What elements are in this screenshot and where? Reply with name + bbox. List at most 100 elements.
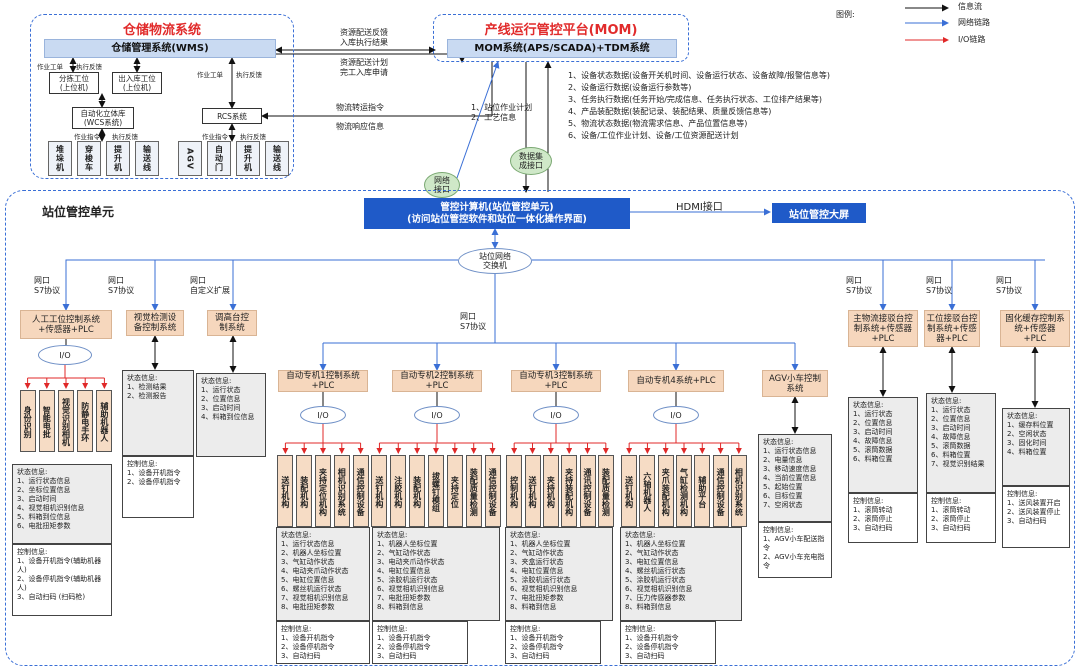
auto3-device[interactable]: 通讯控制设备	[579, 455, 596, 527]
agv-control-title: 控制信息:	[763, 526, 794, 534]
auto1-device[interactable]: 夹持定位机构	[315, 455, 331, 527]
auto4-status-item: 5、涂胶机运行状态	[625, 576, 686, 584]
manual-device[interactable]: 身份识别	[19, 390, 36, 452]
auto2-status-item: 6、视觉相机识别信息	[377, 585, 445, 593]
io-node-auto1: I/O	[300, 406, 346, 424]
auto3-device[interactable]: 夹持机构	[542, 455, 559, 527]
io-node-auto2: I/O	[414, 406, 460, 424]
big-screen[interactable]: 站位管控大屏	[772, 203, 866, 223]
manual-control-box: 控制信息:1、设备开机指令(辅助机器人)2、设备停机指令(辅助机器人)3、自动扫…	[12, 544, 112, 616]
vision-inspect-system[interactable]: 视觉检测设 备控制系统	[126, 310, 184, 336]
auto4-device[interactable]: 夹爪装配机构	[657, 455, 674, 527]
sorting-station-box[interactable]: 分拣工位 (上位机)	[49, 72, 99, 94]
auto-machine-3-system[interactable]: 自动专机3控制系统 +PLC	[511, 370, 601, 392]
auto3-device[interactable]: 夹持装配机构	[561, 455, 578, 527]
wms-equipment-item[interactable]: AGV	[178, 141, 202, 176]
manual-status-item: 3、启动时间	[17, 495, 57, 503]
stationflow-status-item: 1、运行状态	[931, 406, 971, 414]
auto2-device[interactable]: 通信控制设备	[484, 455, 501, 527]
wms-equipment-item[interactable]: 提升机	[106, 141, 130, 176]
auto1-device[interactable]: 送钉机构	[277, 455, 294, 527]
auto1-status-item: 5、电缸位置信息	[281, 576, 335, 584]
auto4-status-item: 2、气缸动作状态	[625, 549, 679, 557]
manual-control-item: 2、设备停机指令(辅助机器人)	[17, 575, 102, 592]
inout-station-box[interactable]: 出入库工位 (上位机)	[112, 72, 162, 94]
auto-machine-2-system[interactable]: 自动专机2控制系统 +PLC	[392, 370, 482, 392]
station-dock-system[interactable]: 工位接驳台控 制系统+传感 器+PLC	[924, 310, 980, 347]
stationflow-status-item: 2、位置信息	[931, 415, 971, 423]
auto2-device[interactable]: 拔螺钉模组	[428, 455, 444, 527]
manual-device[interactable]: 辅助机器人	[96, 390, 113, 452]
auto3-device[interactable]: 装配质量检测	[597, 455, 614, 527]
wms-equipment-item[interactable]: 输送线	[135, 141, 159, 176]
flow-wms-mom-2: 资源配送计划完工入库申请	[340, 58, 388, 77]
wms-equipment-item[interactable]: 自动门	[207, 141, 231, 176]
auto3-device[interactable]: 控制机构	[506, 455, 523, 527]
auto-machine-4-system[interactable]: 自动专机4系统+PLC	[628, 370, 724, 392]
wms-bar[interactable]: 仓储管理系统(WMS)	[44, 39, 276, 58]
auto1-device[interactable]: 通信控制设备	[352, 455, 369, 527]
auto1-device-row: 送钉机构装配机构夹持定位机构相机识别系统通信控制设备	[276, 455, 370, 527]
wms-block	[30, 14, 294, 179]
manual-device[interactable]: 视觉识别相机	[58, 390, 74, 452]
wms-equipment-item[interactable]: 提升机	[236, 141, 260, 176]
agv-control-system[interactable]: AGV小车控制 系统	[762, 370, 828, 397]
auto3-status-item: 4、电缸位置信息	[510, 567, 564, 575]
wms-feedback-label: 执行反馈	[76, 63, 102, 71]
cache-control-item: 2、送风装置停止	[1007, 508, 1061, 516]
control-computer[interactable]: 管控计算机(站位管控单元) (访问站位管控软件和站位一体化操作界面)	[364, 198, 630, 229]
auto1-status-item: 6、螺丝机运行状态	[281, 585, 342, 593]
auto2-device[interactable]: 装配质量检测	[465, 455, 482, 527]
wcs-box[interactable]: 自动化立体库 (WCS系统)	[72, 107, 134, 129]
main-logistics-dock-system[interactable]: 主物流接驳台控 制系统+传感器 +PLC	[848, 310, 918, 347]
auto2-device[interactable]: 注胶机构	[390, 455, 407, 527]
wms-equipment-item[interactable]: 堆垛机	[48, 141, 72, 176]
data-interface-node[interactable]: 数据集 成接口	[510, 147, 552, 175]
network-switch[interactable]: 站位网络 交换机	[458, 248, 532, 274]
manual-control-item: 1、设备开机指令(辅助机器人)	[17, 557, 102, 574]
auto4-device[interactable]: 通信控制设备	[712, 455, 729, 527]
manual-status-item: 4、视觉相机识别信息	[17, 504, 85, 512]
manual-station-system[interactable]: 人工工位控制系统 +传感器+PLC	[20, 310, 112, 339]
auto4-device[interactable]: 辅助平台	[694, 455, 711, 527]
auto-machine-1-system[interactable]: 自动专机1控制系统 +PLC	[278, 370, 368, 392]
auto4-device[interactable]: 送钉机构	[621, 455, 638, 527]
wms-equipment-item[interactable]: 穿梭车	[77, 141, 101, 176]
auto4-control-item: 2、设备停机指令	[625, 643, 679, 651]
manual-device[interactable]: 防静电手环	[77, 390, 94, 452]
auto2-device[interactable]: 装配机构	[409, 455, 426, 527]
auto2-device[interactable]: 夹持定位	[446, 455, 463, 527]
wms-equipment-item[interactable]: 输送线	[265, 141, 289, 176]
auto4-status-item: 4、螺丝机运行状态	[625, 567, 686, 575]
manual-control-title: 控制信息:	[17, 548, 48, 556]
auto2-control-item: 3、自动扫码	[377, 652, 417, 660]
auto2-device[interactable]: 送钉机构	[371, 455, 388, 527]
height-table-system[interactable]: 调高台控 制系统	[207, 310, 257, 336]
mom-title: 产线运行管控平台(MOM)	[484, 23, 638, 38]
auto4-device[interactable]: 六轴机器人	[639, 455, 656, 527]
auto1-device[interactable]: 装配机构	[296, 455, 313, 527]
rcs-box[interactable]: RCS系统	[202, 108, 262, 124]
auto4-device[interactable]: 相机识别系统	[730, 455, 747, 527]
auto1-control-item: 3、自动扫码	[281, 652, 321, 660]
auto4-device[interactable]: 气缸检测机构	[676, 455, 692, 527]
mainflow-control-item: 3、自动扫码	[853, 524, 893, 532]
network-interface-node[interactable]: 网络 接口	[424, 172, 460, 198]
stationflow-status-item: 4、故障信息	[931, 433, 971, 441]
manual-device[interactable]: 智能电批	[38, 390, 55, 452]
mom-bar[interactable]: MOM系统(APS/SCADA)+TDM系统	[447, 39, 677, 58]
net-label-vision: 网口 S7协议	[108, 276, 135, 295]
manual-status-item: 2、坐标位置信息	[17, 486, 71, 494]
auto3-device[interactable]: 送钉机构	[524, 455, 541, 527]
curing-cache-system[interactable]: 固化缓存控制系 统+传感器 +PLC	[1000, 310, 1070, 347]
tiaogao-status-item: 4、料箱到位信息	[201, 413, 255, 421]
auto1-device[interactable]: 相机识别系统	[333, 455, 350, 527]
vision-status-item: 1、检测结果	[127, 383, 167, 391]
auto2-status-item: 8、料箱到信息	[377, 603, 424, 611]
